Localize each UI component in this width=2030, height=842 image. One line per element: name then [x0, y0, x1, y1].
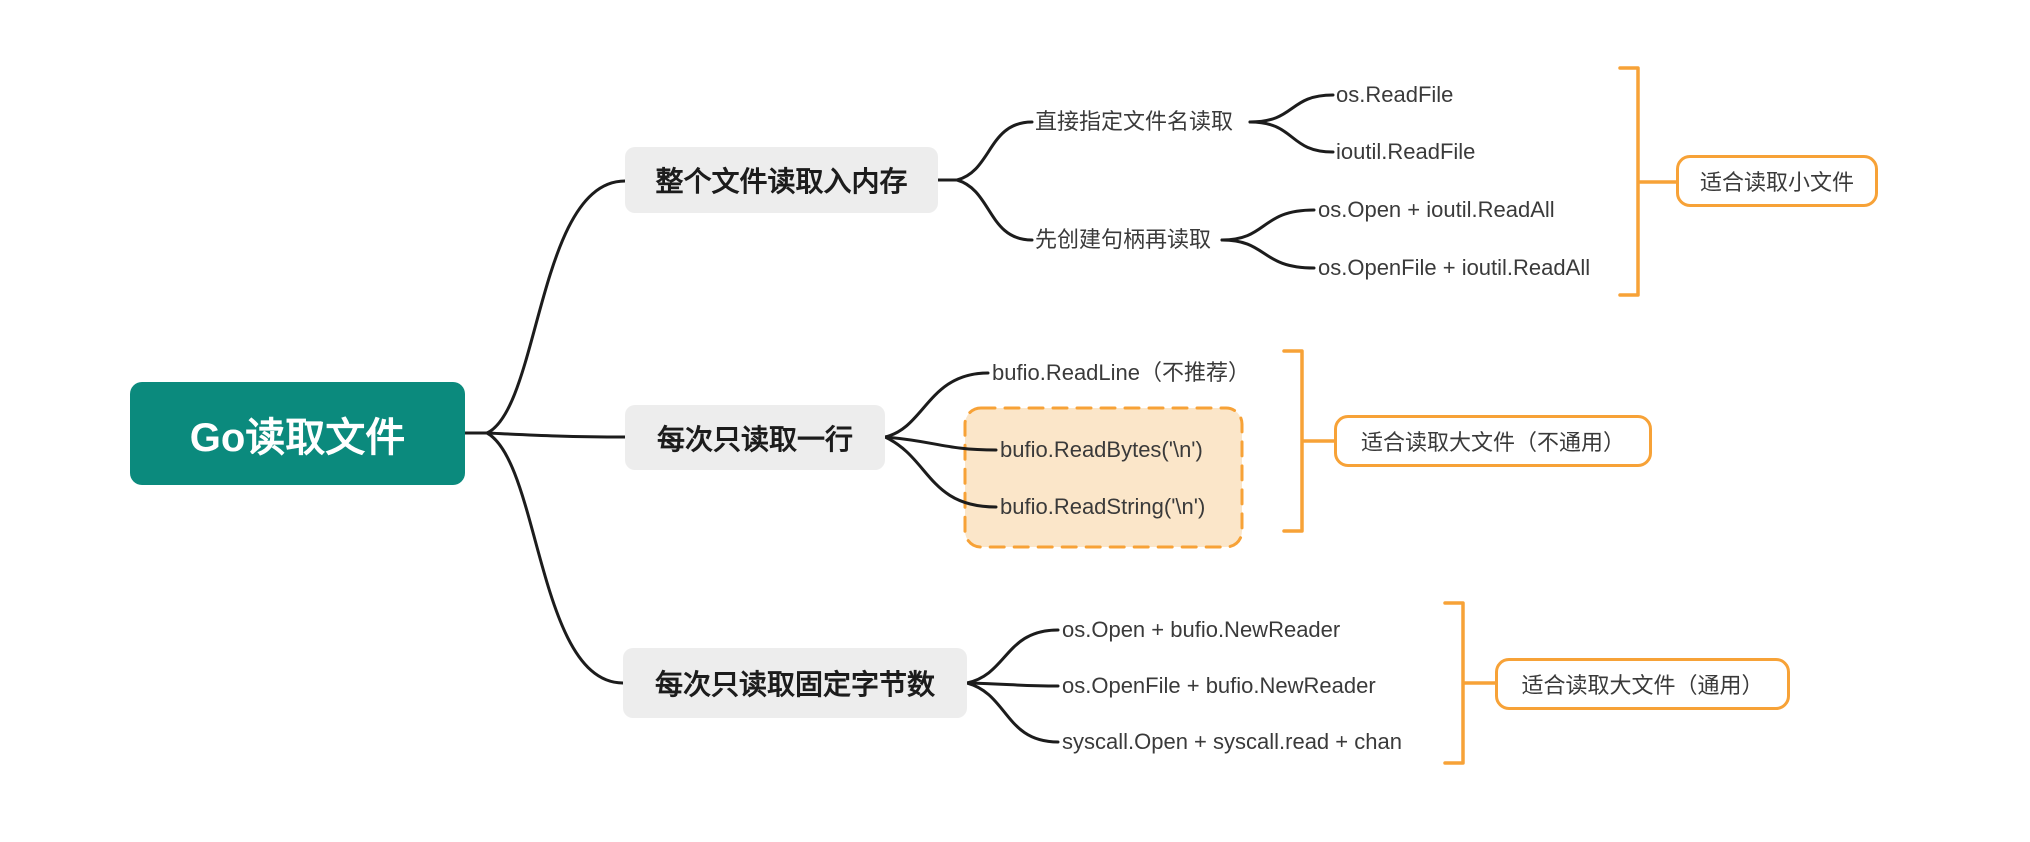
branch2-to-readline-line — [883, 371, 990, 439]
branch3-to-newreader2-line — [965, 681, 1060, 688]
sub1-to-ioutil-readfile-line — [1248, 120, 1335, 154]
root-to-branch3-line — [485, 431, 625, 685]
leaf-os-openfile-bufio-newreader[interactable]: os.OpenFile + bufio.NewReader — [1062, 672, 1376, 698]
summary-large-files-specific[interactable]: 适合读取大文件（不通用） — [1334, 415, 1652, 467]
leaf-syscall-open-read-chan[interactable]: syscall.Open + syscall.read + chan — [1062, 728, 1402, 754]
sub1-to-os-readfile-line — [1248, 93, 1335, 124]
root-topic[interactable]: Go读取文件 — [130, 382, 465, 485]
leaf-os-openfile-ioutil-readall[interactable]: os.OpenFile + ioutil.ReadAll — [1318, 254, 1591, 280]
leaf-os-open-bufio-newreader[interactable]: os.Open + bufio.NewReader — [1062, 616, 1341, 642]
branch1-to-sub2-line — [955, 178, 1034, 242]
branch3-to-syscall-line — [965, 681, 1060, 744]
branch-line-by-line-topic[interactable]: 每次只读取一行 — [625, 405, 885, 470]
summary-brackets — [1282, 66, 1678, 765]
leaf-os-open-ioutil-readall[interactable]: os.Open + ioutil.ReadAll — [1318, 196, 1555, 222]
leaf-bufio-readline[interactable]: bufio.ReadLine（不推荐） — [992, 359, 1251, 385]
root-to-branch1-line — [485, 179, 627, 435]
branch2-to-readstring-line — [883, 435, 998, 509]
summary-large-files-general[interactable]: 适合读取大文件（通用） — [1495, 658, 1790, 710]
sub2-to-os-open-line — [1220, 208, 1316, 242]
leaf-ioutil-readfile[interactable]: ioutil.ReadFile — [1336, 138, 1476, 164]
bracket-large-files-specific — [1282, 349, 1336, 533]
branch1-to-sub1-line — [955, 120, 1034, 182]
leaf-bufio-readstring[interactable]: bufio.ReadString('\n') — [1000, 493, 1206, 519]
branch-whole-file-topic[interactable]: 整个文件读取入内存 — [625, 147, 938, 213]
leaf-bufio-readbytes[interactable]: bufio.ReadBytes('\n') — [1000, 436, 1203, 462]
sub2-to-os-openfile-line — [1220, 238, 1316, 270]
branch3-to-newreader1-line — [965, 628, 1060, 685]
leaf-os-readfile[interactable]: os.ReadFile — [1336, 81, 1454, 107]
bracket-large-files-general — [1443, 601, 1497, 765]
summary-small-files[interactable]: 适合读取小文件 — [1676, 155, 1878, 207]
highlight-group-box[interactable] — [963, 406, 1244, 549]
branch-connectors — [463, 93, 1335, 744]
bracket-small-files — [1618, 66, 1678, 297]
branch-fixed-bytes-topic[interactable]: 每次只读取固定字节数 — [623, 648, 967, 718]
root-to-branch2-line — [485, 431, 627, 439]
subtopic-create-handle-first[interactable]: 先创建句柄再读取 — [1035, 226, 1212, 252]
subtopic-direct-filename[interactable]: 直接指定文件名读取 — [1035, 108, 1234, 134]
branch2-to-readbytes-line — [883, 435, 998, 452]
